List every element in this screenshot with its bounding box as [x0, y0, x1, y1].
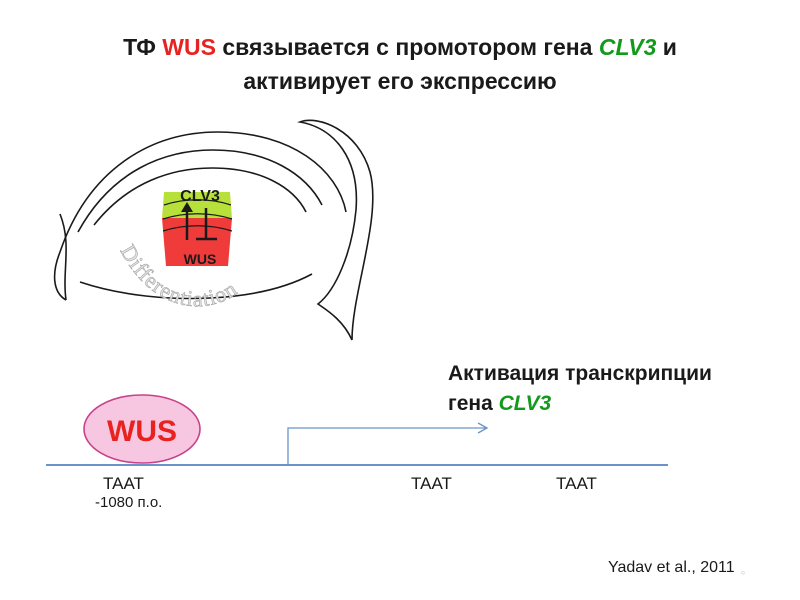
activation-line2-prefix: гена	[448, 392, 499, 415]
leaf-primordium	[297, 119, 374, 341]
zone-divider-3	[162, 225, 233, 232]
meristem-layer-3	[93, 167, 307, 226]
title-gene: CLV3	[598, 34, 657, 60]
title-tf-name: WUS	[162, 34, 216, 60]
slide-number-mark: ◦	[741, 564, 746, 580]
meristem-layer-2	[77, 149, 323, 233]
zone-divider-1	[163, 199, 232, 206]
taat-site-1: TAAT	[103, 474, 144, 493]
left-primordium	[59, 213, 67, 301]
wus-label: WUS	[184, 251, 217, 267]
transcription-start-arrow	[287, 427, 486, 465]
clv3-zone	[162, 192, 232, 218]
transcription-arrow-head	[477, 422, 489, 434]
activation-caption: Активация транскрипции гена CLV3	[448, 359, 712, 419]
title-suffix: и	[656, 34, 677, 60]
meristem-outline	[53, 119, 374, 341]
wus-zone	[162, 218, 232, 266]
taat-site-3: TAAT	[556, 474, 597, 493]
meristem-layer-4	[79, 273, 313, 300]
zone-divider-2	[162, 213, 233, 220]
activation-arrow-head	[181, 202, 193, 212]
meristem-left-base	[53, 251, 67, 301]
stem-cell-niche: CLV3 WUS	[162, 188, 233, 267]
meristem-outer-layer	[59, 131, 347, 253]
taat-site-2: TAAT	[411, 474, 452, 493]
position-label: -1080 п.о.	[95, 494, 163, 511]
clv3-label: CLV3	[180, 188, 220, 205]
title-prefix: ТФ	[123, 34, 163, 60]
wus-protein-label: WUS	[107, 415, 177, 448]
activation-gene: CLV3	[498, 392, 552, 415]
citation: Yadav et al., 2011	[608, 559, 735, 576]
activation-line1: Активация транскрипции	[448, 362, 712, 385]
title-line2: активирует его экспрессию	[243, 68, 557, 94]
title-middle: связывается с промотором гена	[215, 34, 599, 60]
slide-title: ТФ WUS связывается с промотором гена CLV…	[40, 30, 760, 98]
wus-protein-bubble	[83, 394, 201, 464]
